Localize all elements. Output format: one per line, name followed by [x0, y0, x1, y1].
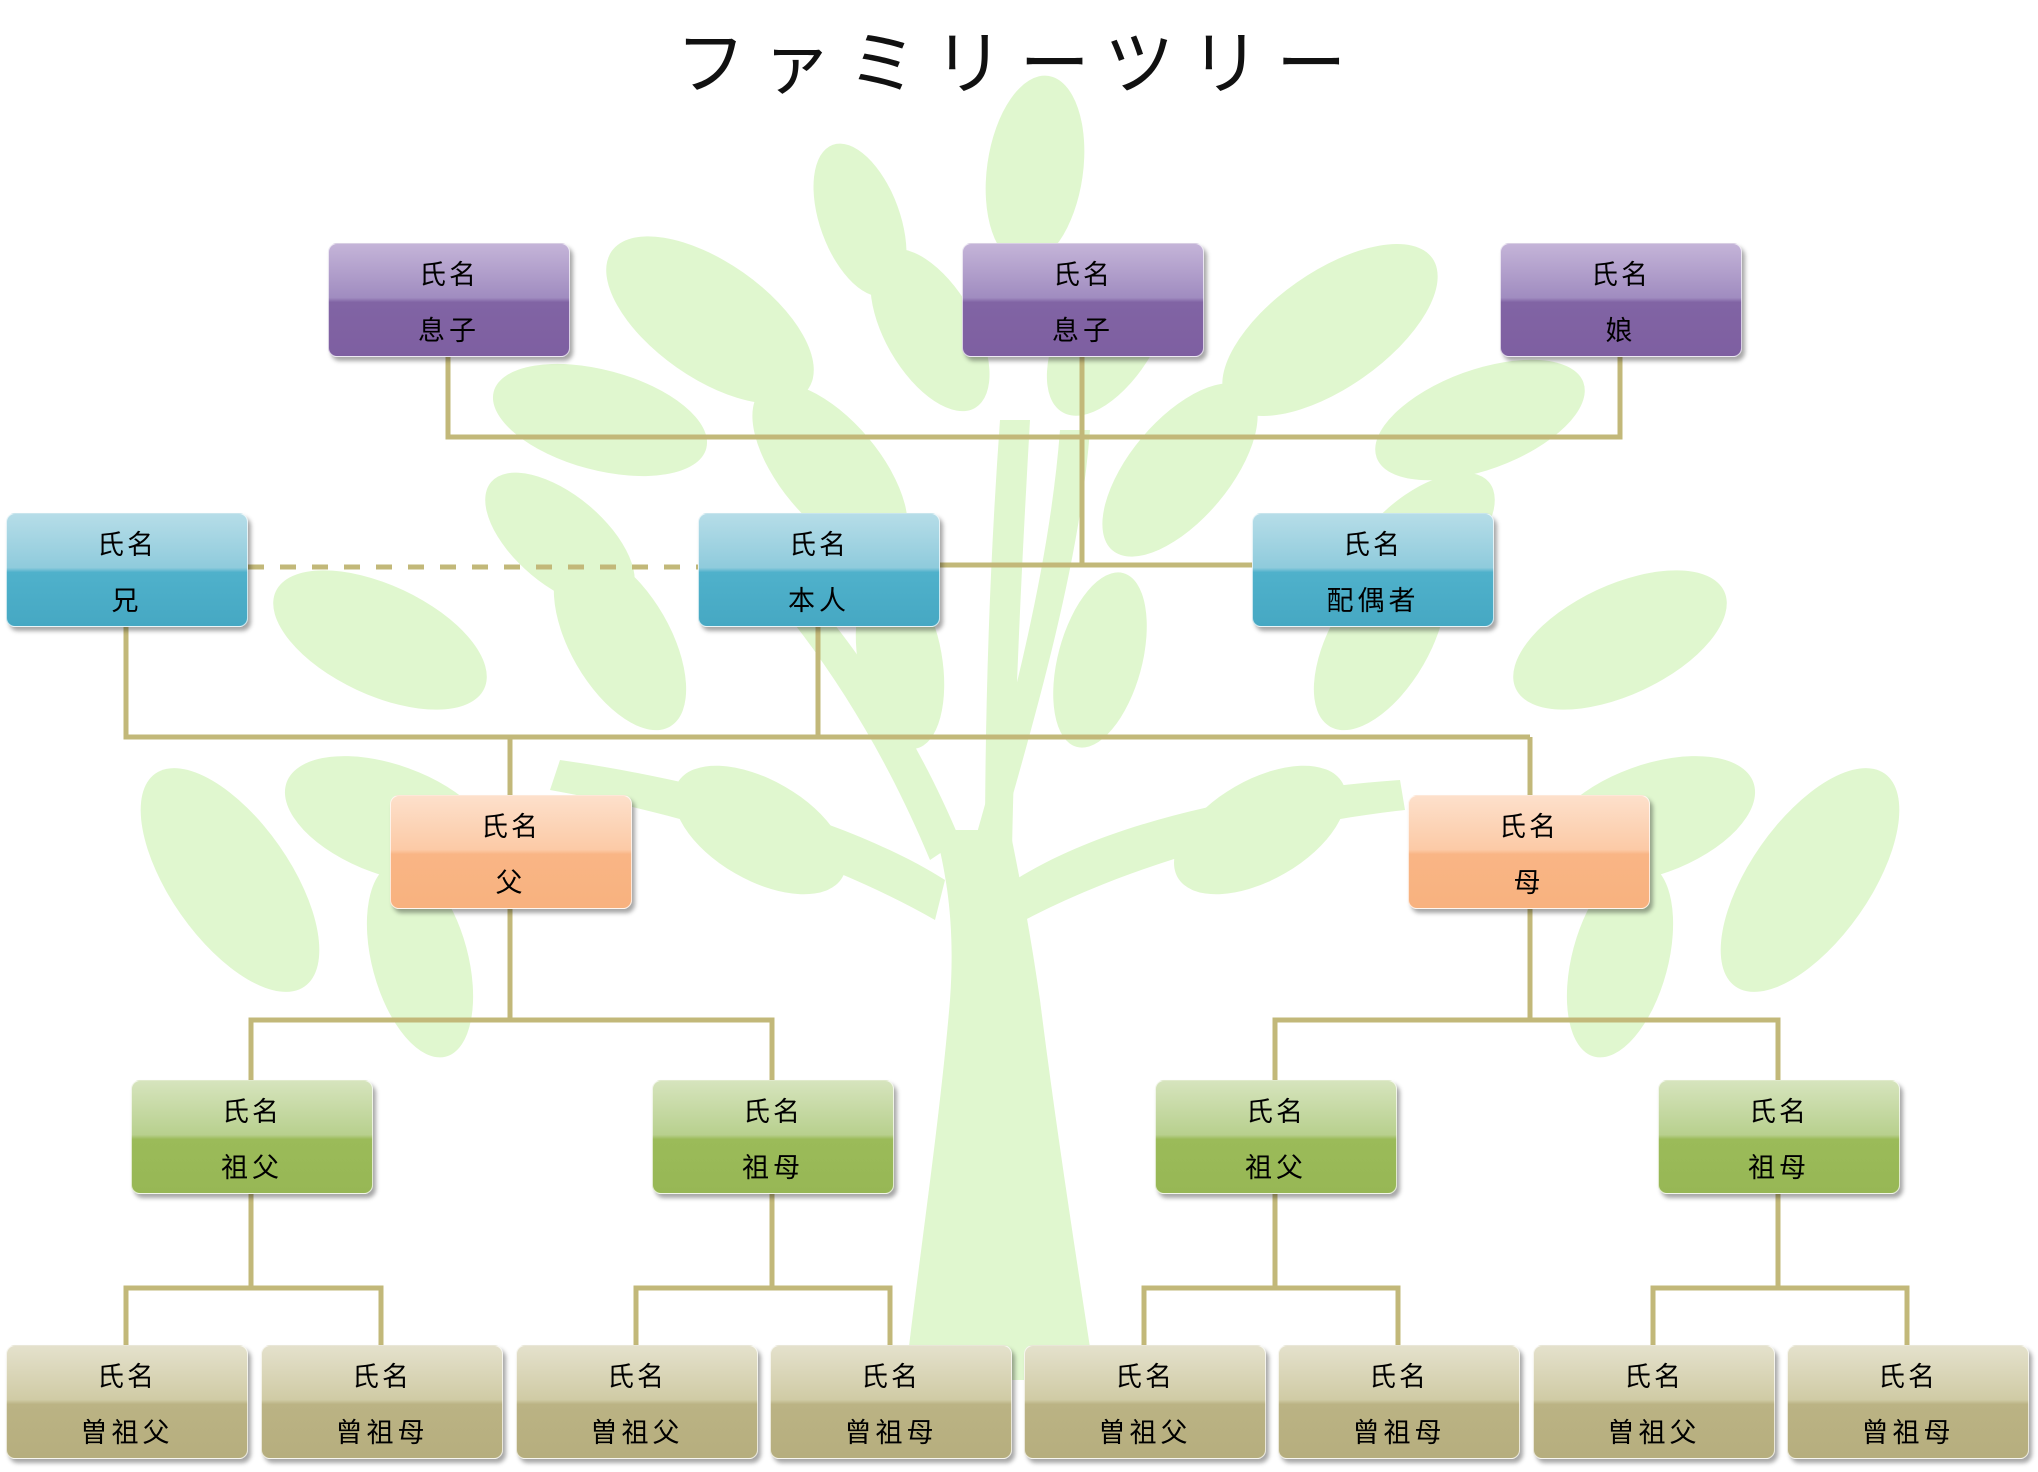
- person-name: 氏名: [607, 1361, 667, 1393]
- person-box-grandmother-paternal[interactable]: 氏名 祖母: [652, 1080, 894, 1194]
- person-name: 氏名: [1115, 1361, 1175, 1393]
- person-name: 氏名: [419, 259, 479, 291]
- person-role: 母: [1513, 867, 1545, 899]
- person-box-great-grandfather-4[interactable]: 氏名 曽祖父: [1533, 1345, 1775, 1459]
- person-box-great-grandmother-1[interactable]: 氏名 曾祖母: [261, 1345, 503, 1459]
- person-box-great-grandmother-2[interactable]: 氏名 曾祖母: [770, 1345, 1012, 1459]
- person-role: 祖父: [221, 1152, 283, 1184]
- connector-ggp78: [1650, 1285, 1910, 1345]
- leaf: [1174, 765, 1346, 895]
- connector-ggp12: [123, 1285, 384, 1345]
- person-box-son-2[interactable]: 氏名 息子: [962, 243, 1204, 357]
- person-name: 氏名: [1053, 259, 1113, 291]
- person-box-father[interactable]: 氏名 父: [390, 795, 632, 909]
- person-role: 配偶者: [1326, 585, 1420, 617]
- person-name: 氏名: [1624, 1361, 1684, 1393]
- leaf: [366, 862, 474, 1058]
- person-name: 氏名: [352, 1361, 412, 1393]
- person-role: 曽祖父: [1607, 1417, 1701, 1449]
- person-name: 氏名: [861, 1361, 921, 1393]
- person-name: 氏名: [1369, 1361, 1429, 1393]
- person-role: 祖母: [742, 1152, 804, 1184]
- leaf: [1720, 768, 1900, 992]
- person-box-great-grandmother-3[interactable]: 氏名 曾祖母: [1278, 1345, 1520, 1459]
- person-role: 曾祖母: [1352, 1417, 1446, 1449]
- connector-maternal-gp: [1272, 1017, 1781, 1080]
- person-role: 祖母: [1748, 1152, 1810, 1184]
- person-name: 氏名: [222, 1096, 282, 1128]
- person-name: 氏名: [1878, 1361, 1938, 1393]
- tree-branch-center: [985, 420, 1030, 850]
- person-role: 曽祖父: [590, 1417, 684, 1449]
- leaf: [1375, 359, 1585, 481]
- leaf: [674, 765, 846, 895]
- person-name: 氏名: [1343, 529, 1403, 561]
- connector-paternal-gp: [248, 1017, 775, 1080]
- person-role: 曾祖母: [1861, 1417, 1955, 1449]
- connector-ggp56: [1141, 1285, 1401, 1345]
- person-role: 曾祖母: [335, 1417, 429, 1449]
- leaf: [1102, 383, 1258, 557]
- person-box-spouse[interactable]: 氏名 配偶者: [1252, 513, 1494, 627]
- leaf: [1566, 862, 1674, 1058]
- person-name: 氏名: [1591, 259, 1651, 291]
- leaf: [273, 570, 487, 710]
- person-role: 兄: [111, 585, 143, 617]
- person-name: 氏名: [97, 529, 157, 561]
- leaf: [870, 248, 990, 412]
- person-box-brother[interactable]: 氏名 兄: [6, 513, 248, 627]
- leaf: [485, 472, 635, 608]
- leaf: [985, 75, 1085, 265]
- leaf: [606, 236, 814, 404]
- person-name: 氏名: [1749, 1096, 1809, 1128]
- person-role: 息子: [1052, 315, 1114, 347]
- leaf: [492, 363, 708, 477]
- person-role: 息子: [418, 315, 480, 347]
- connector-children: [445, 355, 1623, 440]
- person-box-great-grandfather-1[interactable]: 氏名 曽祖父: [6, 1345, 248, 1459]
- leaf: [140, 768, 320, 992]
- connector-ggp34: [633, 1285, 893, 1345]
- tree-trunk: [905, 830, 1095, 1380]
- person-role: 曽祖父: [1098, 1417, 1192, 1449]
- tree-branch-left: [550, 760, 945, 920]
- leaf: [1513, 570, 1727, 710]
- person-role: 曽祖父: [80, 1417, 174, 1449]
- person-box-great-grandfather-2[interactable]: 氏名 曽祖父: [516, 1345, 758, 1459]
- leaf: [1222, 243, 1438, 417]
- person-name: 氏名: [743, 1096, 803, 1128]
- person-name: 氏名: [97, 1361, 157, 1393]
- person-box-grandfather-paternal[interactable]: 氏名 祖父: [131, 1080, 373, 1194]
- person-box-grandfather-maternal[interactable]: 氏名 祖父: [1155, 1080, 1397, 1194]
- person-box-self[interactable]: 氏名 本人: [698, 513, 940, 627]
- person-role: 祖父: [1245, 1152, 1307, 1184]
- person-name: 氏名: [481, 811, 541, 843]
- person-name: 氏名: [1246, 1096, 1306, 1128]
- connector-siblings: [123, 625, 1530, 740]
- person-box-great-grandfather-3[interactable]: 氏名 曽祖父: [1024, 1345, 1266, 1459]
- person-name: 氏名: [1499, 811, 1559, 843]
- person-role: 娘: [1605, 315, 1637, 347]
- person-box-son-1[interactable]: 氏名 息子: [328, 243, 570, 357]
- person-box-great-grandmother-4[interactable]: 氏名 曾祖母: [1787, 1345, 2029, 1459]
- person-box-daughter[interactable]: 氏名 娘: [1500, 243, 1742, 357]
- person-box-grandmother-maternal[interactable]: 氏名 祖母: [1658, 1080, 1900, 1194]
- person-role: 曾祖母: [844, 1417, 938, 1449]
- page-title: ファミリーツリー: [675, 23, 1363, 105]
- person-role: 父: [495, 867, 527, 899]
- person-role: 本人: [788, 585, 850, 617]
- person-box-mother[interactable]: 氏名 母: [1408, 795, 1650, 909]
- person-name: 氏名: [789, 529, 849, 561]
- leaf: [1053, 572, 1147, 748]
